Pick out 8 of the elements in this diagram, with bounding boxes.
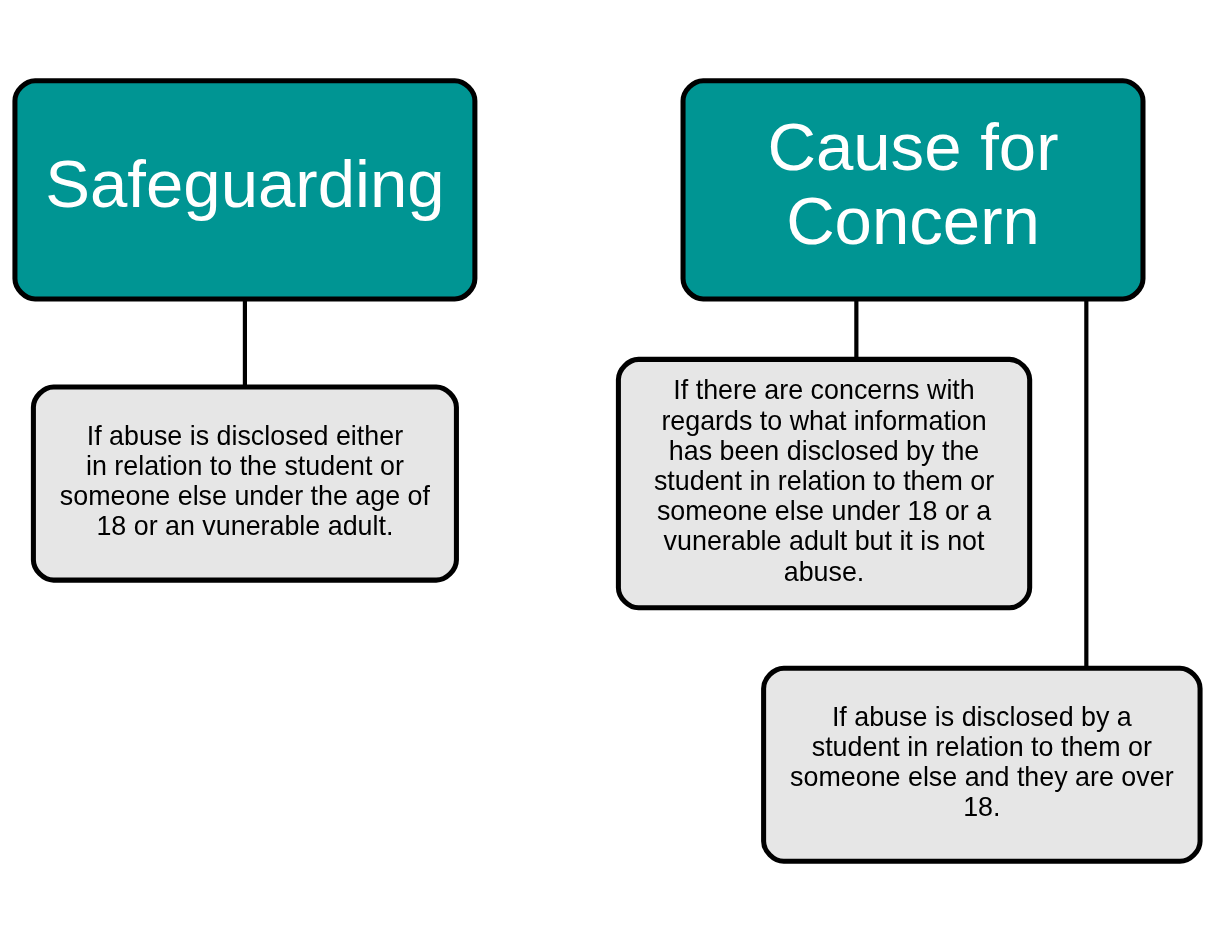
node-box: If abuse is disclosed either in relation to the student or someone else under the age of 18 or an vunerable adult.	[30, 384, 459, 583]
node-box: Cause for Concern	[680, 78, 1146, 302]
node-box: If abuse is disclosed by a student in relation to them or someone else and they are over 18.	[761, 665, 1203, 864]
connector	[1084, 299, 1089, 669]
node-box: Safeguarding	[12, 78, 478, 302]
connector	[854, 299, 859, 360]
node-box: If there are concerns with regards to what information has been disclosed by the student in relation to them or someone else under 18 or a vunerable adult but it is not abuse.	[615, 356, 1033, 611]
connector	[242, 299, 247, 387]
